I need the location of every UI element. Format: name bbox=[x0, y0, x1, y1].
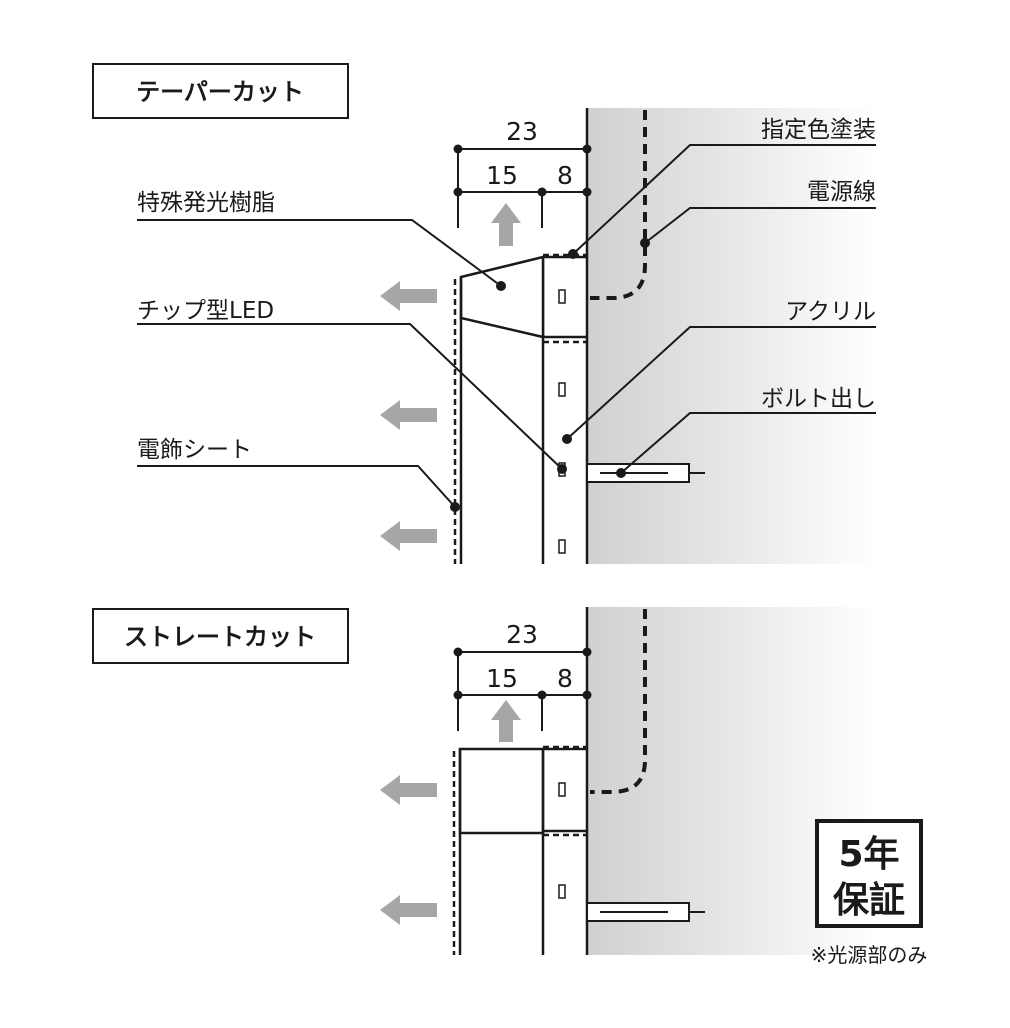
dim-acrylic-label: 8 bbox=[557, 161, 573, 190]
dim-dot bbox=[582, 187, 592, 197]
led-chip bbox=[558, 382, 566, 397]
up-arrow-icon bbox=[491, 203, 521, 246]
taper-section: テーパーカット 23 15 8 bbox=[92, 63, 877, 564]
dim-acrylic-label: 8 bbox=[557, 664, 573, 693]
label-acrylic: アクリル bbox=[785, 299, 876, 325]
warranty-box bbox=[815, 819, 923, 928]
led-chip bbox=[558, 539, 566, 554]
up-arrow-icon bbox=[491, 700, 521, 742]
dim-dot bbox=[582, 647, 592, 657]
leader-dot bbox=[568, 249, 578, 259]
straight-power-wire bbox=[590, 609, 647, 794]
label-specified-paint: 指定色塗装 bbox=[761, 117, 876, 143]
led-chip bbox=[558, 289, 566, 304]
left-arrow-icon bbox=[380, 400, 437, 430]
straight-title-box bbox=[92, 608, 349, 664]
taper-title: テーパーカット bbox=[136, 78, 304, 106]
dim-dot bbox=[582, 690, 592, 700]
left-arrow-icon bbox=[380, 895, 437, 925]
leader-bolt bbox=[620, 412, 876, 474]
warranty-note: ※光源部のみ bbox=[811, 943, 928, 967]
taper-power-wire bbox=[590, 110, 647, 300]
warranty-line2: 保証 bbox=[833, 880, 905, 921]
dim-total-label: 23 bbox=[506, 620, 538, 649]
left-arrow-icon bbox=[380, 775, 437, 805]
led-chip bbox=[558, 782, 566, 797]
leader-dot bbox=[640, 238, 650, 248]
leader-chip-led bbox=[137, 323, 563, 470]
left-arrow-icon bbox=[380, 281, 437, 311]
leader-specified-paint bbox=[572, 144, 876, 255]
dim-dot bbox=[582, 144, 592, 154]
warranty-line1: 5年 bbox=[838, 834, 899, 875]
leader-decorative-sheet bbox=[137, 465, 456, 508]
leader-dot bbox=[496, 281, 506, 291]
leader-dot bbox=[450, 502, 460, 512]
resin-taper bbox=[459, 255, 545, 339]
leader-acrylic bbox=[566, 326, 876, 440]
led-chip bbox=[558, 884, 566, 899]
left-arrow-icon bbox=[380, 521, 437, 551]
leader-dot bbox=[616, 468, 626, 478]
leader-dot bbox=[557, 464, 567, 474]
dim-total-label: 23 bbox=[506, 117, 538, 146]
warranty-badge: 5年 保証 ※光源部のみ bbox=[811, 819, 928, 967]
label-chip-led: チップ型LED bbox=[137, 298, 274, 324]
straight-title: ストレートカット bbox=[124, 623, 316, 651]
label-power-wire: 電源線 bbox=[807, 179, 876, 205]
dim-dot bbox=[537, 690, 547, 700]
leader-dot bbox=[562, 434, 572, 444]
leader-special-resin bbox=[137, 219, 502, 287]
dim-dot bbox=[453, 187, 463, 197]
label-decorative-sheet: 電飾シート bbox=[137, 437, 252, 463]
leader-power-wire bbox=[644, 207, 876, 244]
straight-section: ストレートカット 23 15 8 bbox=[92, 607, 877, 955]
label-special-resin: 特殊発光樹脂 bbox=[137, 190, 275, 216]
taper-wall bbox=[587, 108, 877, 564]
dim-resin-label: 15 bbox=[486, 161, 518, 190]
label-bolt: ボルト出し bbox=[761, 386, 876, 412]
dim-dot bbox=[537, 187, 547, 197]
taper-title-box bbox=[92, 63, 349, 119]
dim-dot bbox=[453, 690, 463, 700]
dim-dot bbox=[453, 144, 463, 154]
dim-dot bbox=[453, 647, 463, 657]
dim-resin-label: 15 bbox=[486, 664, 518, 693]
resin-straight bbox=[458, 747, 545, 835]
